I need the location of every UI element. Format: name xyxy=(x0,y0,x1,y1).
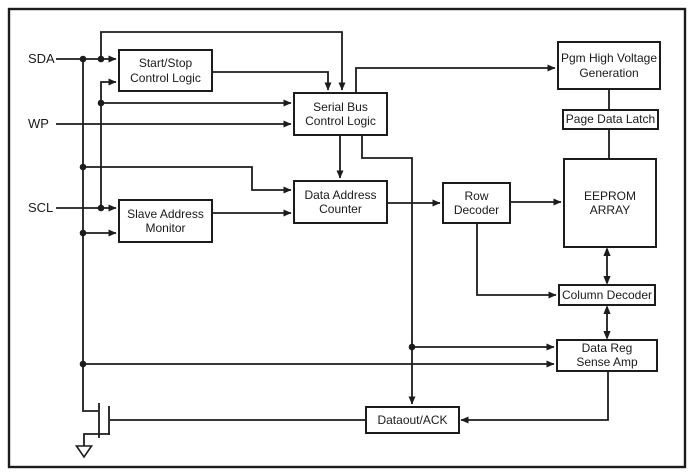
block-label: Sense Amp xyxy=(576,354,638,369)
block-label: EEPROM xyxy=(583,188,636,203)
block-row-decoder: Row Decoder xyxy=(442,182,511,224)
block-label: Monitor xyxy=(145,221,186,235)
block-start-stop-control-logic: Start/Stop Control Logic xyxy=(118,49,213,92)
block-pgm-high-voltage-generation: Pgm High Voltage Generation xyxy=(557,41,661,90)
block-label: Data Address xyxy=(304,187,377,202)
diagram-border xyxy=(7,7,687,469)
block-label: Column Decoder xyxy=(561,287,653,302)
block-label: Slave Address xyxy=(127,206,204,221)
block-page-data-latch: Page Data Latch xyxy=(562,109,659,130)
block-eeprom-array: EEPROM ARRAY xyxy=(563,158,657,248)
block-label: Decoder xyxy=(453,203,500,217)
block-label: Data Reg xyxy=(581,340,633,355)
block-label: Dataout/ACK xyxy=(377,412,448,427)
block-label: Start/Stop xyxy=(138,56,193,71)
ground-icon xyxy=(74,445,94,459)
block-data-reg-sense-amp: Data Reg Sense Amp xyxy=(556,339,658,372)
memory-wires xyxy=(110,89,611,424)
sda-net xyxy=(56,31,555,412)
control-wires xyxy=(212,64,556,405)
output-transistor xyxy=(83,403,110,446)
block-label: ARRAY xyxy=(589,203,631,217)
block-label: Pgm High Voltage xyxy=(560,51,658,66)
block-dataout-ack: Dataout/ACK xyxy=(365,406,460,434)
block-label: Generation xyxy=(579,65,639,80)
block-label: Row xyxy=(464,188,489,203)
block-serial-bus-control-logic: Serial Bus Control Logic xyxy=(293,92,388,136)
block-label: Counter xyxy=(319,202,362,216)
signal-label-scl: SCL xyxy=(28,200,54,215)
block-slave-address-monitor: Slave Address Monitor xyxy=(118,199,213,243)
scl-net xyxy=(56,78,292,212)
signal-label-sda: SDA xyxy=(28,51,55,66)
signal-label-wp: WP xyxy=(28,116,49,131)
block-label: Control Logic xyxy=(130,70,201,85)
block-column-decoder: Column Decoder xyxy=(558,284,656,306)
block-data-address-counter: Data Address Counter xyxy=(293,180,388,224)
block-label: Serial Bus xyxy=(313,99,368,114)
block-label: Control Logic xyxy=(305,114,376,128)
block-label: Page Data Latch xyxy=(565,112,656,127)
